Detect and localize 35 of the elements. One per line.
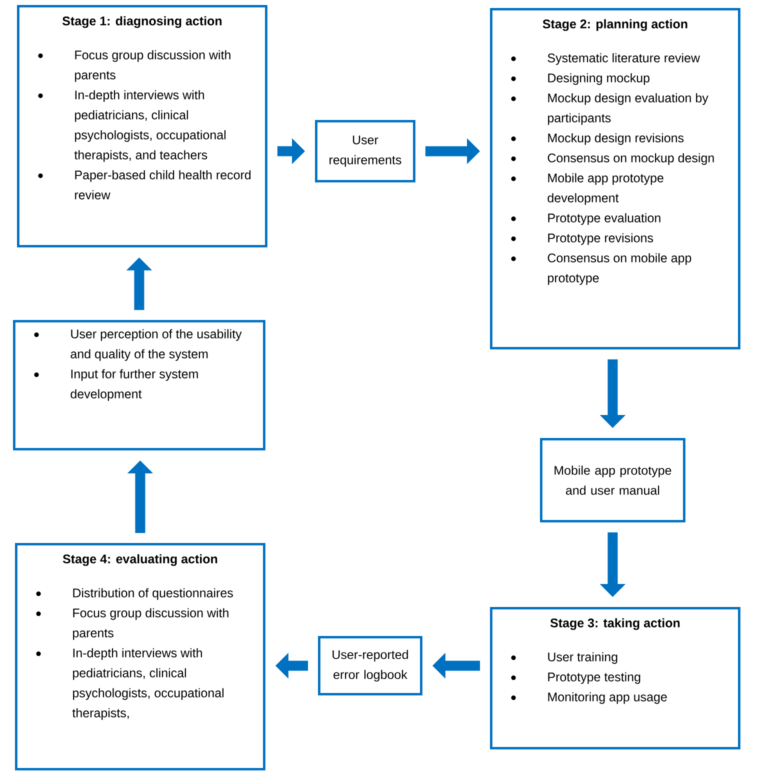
stage-box: [15, 543, 266, 770]
stage-box: [490, 8, 740, 350]
label-box: [540, 438, 686, 522]
list-item: Focus group discussion with parents: [36, 608, 228, 640]
list-item: Paper-based child health record review: [38, 170, 251, 200]
stage-heading: Stage 3: taking action: [550, 618, 680, 630]
label-box: [315, 120, 416, 182]
list-item: Focus group discussion with parents: [38, 50, 230, 82]
list-item: Prototype testing: [511, 672, 640, 684]
stage-heading: Stage 1: diagnosing action: [62, 16, 222, 28]
box-label: User requirements: [330, 136, 402, 167]
list-item: User perception of the usability and quality of the system: [34, 329, 242, 361]
stage-box: [490, 607, 740, 750]
list-item: Monitoring app usage: [511, 692, 667, 704]
list-item: In-depth interviews with pediatricians, clinical psychologists, occupational therapists,: [36, 648, 224, 720]
list-item: In-depth interviews with pediatricians, clinical psychologists, occupational therapists, and teachers: [38, 90, 226, 162]
list-item: Mockup design evaluation by participants: [511, 93, 708, 125]
list-item: Input for further system development: [34, 369, 198, 401]
list-item: Consensus on mockup design: [511, 153, 714, 165]
list-item: User training: [511, 652, 618, 664]
list-box: [13, 320, 266, 450]
list-item: Mockup design revisions: [511, 133, 684, 145]
stage-box: [17, 5, 268, 248]
list-item: Prototype revisions: [511, 233, 654, 245]
box-label: User-reported error logbook: [332, 650, 408, 682]
stage-heading: Stage 4: evaluating action: [62, 554, 218, 566]
list-item: Distribution of questionnaires: [36, 588, 233, 600]
stage-heading: Stage 2: planning action: [542, 19, 688, 31]
list-item: Designing mockup: [511, 73, 650, 85]
list-item: Prototype evaluation: [511, 213, 660, 225]
box-label: Mobile app prototype and user manual: [554, 466, 672, 495]
list-item: Mobile app prototype development: [511, 173, 664, 205]
list-item: Consensus on mobile app prototype: [511, 253, 692, 285]
list-item: Systematic literature review: [511, 53, 700, 65]
label-box: [318, 636, 422, 696]
